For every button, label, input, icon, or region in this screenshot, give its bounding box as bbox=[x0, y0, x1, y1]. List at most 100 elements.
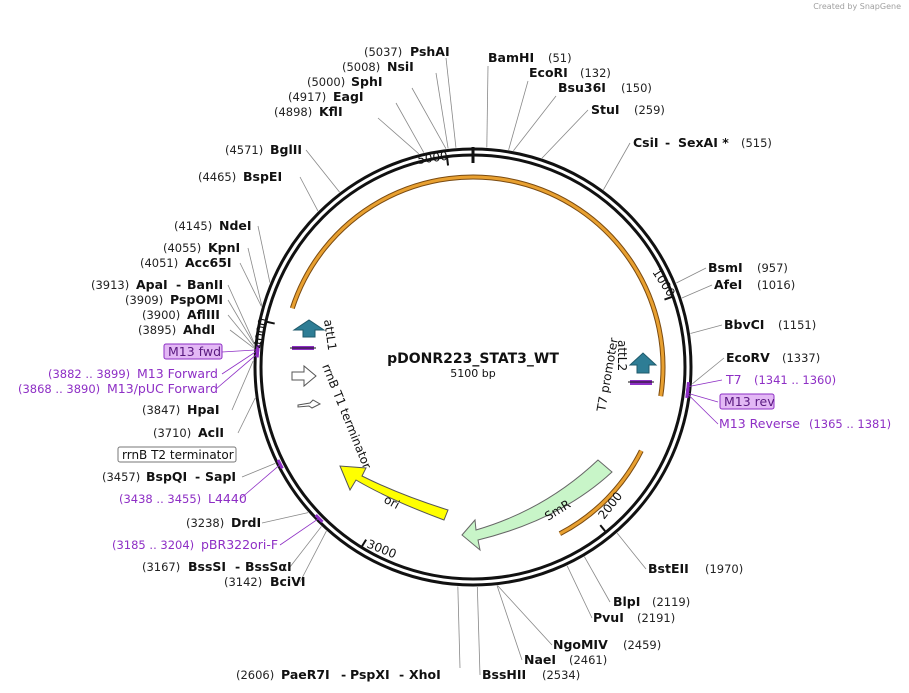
primer-m13puc-name: M13/pUC Forward bbox=[107, 381, 218, 396]
site-name-bsssai: BssSαI bbox=[245, 559, 292, 574]
site-name-bsshii: BssHII bbox=[482, 667, 526, 682]
leader-4055 bbox=[247, 247, 263, 306]
site-name-ndei: NdeI bbox=[219, 218, 252, 233]
plasmid-length: 5100 bp bbox=[450, 367, 495, 380]
site-pos-2606: (2606) bbox=[236, 668, 274, 682]
leader-1016 bbox=[681, 284, 713, 299]
site-name-ngomiv: NgoMIV bbox=[553, 637, 608, 652]
site-name-drdi: DrdI bbox=[231, 515, 261, 530]
leader-515 bbox=[603, 142, 631, 191]
site-name-nsii: NsiI bbox=[387, 59, 414, 74]
site-name-hpai: HpaI bbox=[187, 402, 220, 417]
leader-3895 bbox=[229, 329, 255, 349]
primer-leader-3194 bbox=[279, 517, 320, 546]
attl1-arrow bbox=[292, 319, 326, 338]
site-name-stui: StuI bbox=[591, 102, 620, 117]
smr-feature bbox=[461, 459, 613, 552]
site-pos-150: (150) bbox=[621, 81, 652, 95]
site-pos-2191: (2191) bbox=[637, 611, 675, 625]
site-pos-5008: (5008) bbox=[342, 60, 380, 74]
svg-text:-: - bbox=[235, 559, 240, 574]
leader-3238 bbox=[261, 512, 309, 524]
site-pos-2461: (2461) bbox=[569, 653, 607, 667]
site-pos-957: (957) bbox=[757, 261, 788, 275]
site-pos-5037: (5037) bbox=[364, 45, 402, 59]
rrnb-t1-label: rrnB T1 terminator bbox=[319, 362, 374, 471]
leader-5008 bbox=[435, 72, 449, 149]
rrnb-t2-arrow bbox=[297, 399, 322, 409]
leader-4898 bbox=[377, 117, 420, 155]
site-pos-515: (515) bbox=[741, 136, 772, 150]
primer-leader-1350 bbox=[687, 379, 723, 388]
leader-5000 bbox=[411, 87, 447, 149]
primer-m13fwd-name: M13 fwd bbox=[168, 344, 221, 359]
site-pos-3710: (3710) bbox=[153, 426, 191, 440]
primer-mark-3446 bbox=[276, 459, 284, 470]
leader-3167 bbox=[289, 526, 322, 568]
ori-feature bbox=[339, 465, 449, 521]
site-pos-4917: (4917) bbox=[288, 90, 326, 104]
site-name-kpni: KpnI bbox=[208, 240, 240, 255]
svg-text:-: - bbox=[341, 667, 346, 682]
site-pos-1970: (1970) bbox=[705, 562, 743, 576]
ori-label: ori bbox=[382, 492, 402, 512]
site-name-sphi: SphI bbox=[351, 74, 383, 89]
primer-mark-3879 bbox=[255, 347, 260, 358]
site-pos-3909: (3909) bbox=[125, 293, 163, 307]
site-name-afei: AfeI bbox=[714, 277, 742, 292]
leader-2606 bbox=[457, 586, 461, 669]
tick-label-5000: 5000 bbox=[416, 149, 448, 167]
site-name-bsssi: BssSI bbox=[188, 559, 226, 574]
site-pos-2534: (2534) bbox=[542, 668, 580, 682]
site-pos-4051: (4051) bbox=[140, 256, 178, 270]
tick-label-4000: 4000 bbox=[251, 317, 270, 350]
site-pos-3167: (3167) bbox=[142, 560, 180, 574]
leader-5037 bbox=[445, 57, 457, 148]
leader-3710 bbox=[237, 397, 256, 434]
site-pos-5000: (5000) bbox=[307, 75, 345, 89]
bp-ticks bbox=[265, 156, 674, 548]
site-name-ahdi: AhdI bbox=[183, 322, 215, 337]
attl1-label: attL1 bbox=[321, 318, 339, 351]
svg-text:-: - bbox=[665, 135, 670, 150]
primer-t7-range: (1341 .. 1360) bbox=[754, 373, 836, 387]
site-pos-1016: (1016) bbox=[757, 278, 795, 292]
leader-1337 bbox=[692, 357, 725, 385]
tick-4000 bbox=[265, 320, 275, 325]
primer-leader-3879 bbox=[215, 352, 259, 390]
site-pos-3142: (3142) bbox=[224, 575, 262, 589]
site-name-bglii: BglII bbox=[270, 142, 302, 157]
site-name-naei: NaeI bbox=[524, 652, 556, 667]
site-name-bsteii: BstEII bbox=[648, 561, 689, 576]
snapgene-credit: Created by SnapGene bbox=[813, 2, 901, 11]
site-name-bcivi: BciVI bbox=[270, 574, 306, 589]
primer-pbr322-name: pBR322ori-F bbox=[201, 537, 278, 552]
leader-4917 bbox=[395, 102, 425, 153]
leader-3847 bbox=[231, 360, 254, 411]
orf-arc bbox=[290, 175, 665, 397]
site-name-bamhi: BamHI bbox=[488, 50, 534, 65]
primer-leader-3890 bbox=[221, 349, 259, 353]
site-pos-4898: (4898) bbox=[274, 105, 312, 119]
site-name-apai: ApaI bbox=[136, 277, 168, 292]
attl2-arrow bbox=[628, 352, 658, 374]
leader-3909 bbox=[227, 299, 255, 345]
primer-m13reverse-range: (1365 .. 1381) bbox=[809, 417, 891, 431]
svg-text:-: - bbox=[176, 277, 181, 292]
site-pos-4055: (4055) bbox=[163, 241, 201, 255]
site-pos-3900: (3900) bbox=[142, 308, 180, 322]
leader-2119 bbox=[584, 556, 611, 603]
leader-2191 bbox=[566, 565, 593, 619]
primer-l4440-range: (3438 .. 3455) bbox=[119, 492, 201, 506]
plasmid-name: pDONR223_STAT3_WT bbox=[387, 351, 559, 367]
tick-2000 bbox=[599, 524, 607, 533]
site-name-pshai: PshAI bbox=[410, 44, 450, 59]
site-pos-3847: (3847) bbox=[142, 403, 180, 417]
t7-promoter-label: T7 promoter bbox=[594, 337, 621, 414]
leader-2461 bbox=[496, 585, 523, 661]
leader-132 bbox=[508, 80, 529, 151]
site-pos-4571: (4571) bbox=[225, 143, 263, 157]
site-name-csii: CsiI bbox=[633, 135, 659, 150]
site-name-banii: BanII bbox=[187, 277, 223, 292]
